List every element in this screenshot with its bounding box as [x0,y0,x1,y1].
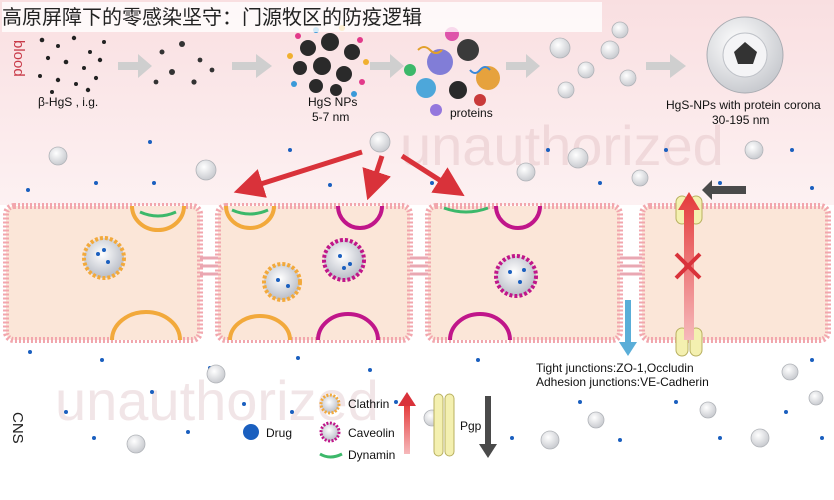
hgs-nps-size-label: 5-7 nm [312,110,349,124]
dynamin-legend-label: Dynamin [348,448,395,462]
drug-legend-label: Drug [266,426,292,440]
beta-hgs-label: β-HgS , i.g. [38,95,98,109]
clathrin-pit-cell3 [443,206,489,214]
efflux-legend-arrow [479,396,497,458]
endothelial-cell-4 [639,203,831,343]
corona-size-label: 30-195 nm [712,113,769,127]
dynamin-legend-icon [319,452,343,459]
proteins-label: proteins [450,106,493,120]
efflux-out-arrow [702,180,746,200]
blocked-cross [674,252,702,280]
adhesion-junction-label: Adhesion junctions:VE-Cadherin [536,375,709,389]
tight-junctions [200,256,642,276]
clathrin-legend-icon [319,393,341,415]
beta-hgs-particles [38,35,106,94]
clathrin-pit-cell1 [130,205,186,232]
cns-label: CNS [9,412,26,444]
blood-drug-dots [26,140,814,192]
tight-junction-label: Tight junctions:ZO-1,Occludin [536,361,694,375]
corona-np-large [706,16,784,94]
clathrin-pit-bottom [110,310,292,341]
distribution-arrows [233,149,465,201]
clathrin-legend-label: Clathrin [348,397,389,411]
pgp-legend-icon [433,393,455,457]
caveolin-legend-icon [319,421,341,443]
clathrin-vesicle-cell2 [262,262,302,302]
endothelial-cell-2 [215,203,413,343]
hgs-nps-cluster [287,25,369,97]
scattered-particles [153,41,215,85]
caveolin-pit-top [336,205,542,230]
protein-cluster [404,27,500,116]
legend: Drug Clathrin Caveolin Dynamin Pgp [243,392,497,462]
blood-region [0,0,834,205]
corona-nps-small [549,21,637,99]
watermark-top: unauthorized [400,114,724,177]
clathrin-vesicle-cell1 [82,236,126,280]
caveolin-pit-bottom [316,312,512,341]
caveolin-vesicle-cell3 [494,254,538,298]
blood-nps [48,131,764,187]
corona-label: HgS-NPs with protein corona [666,98,821,112]
flow-arrows [118,54,686,78]
hgs-nps-label: HgS NPs [308,95,357,109]
caveolin-legend-label: Caveolin [348,426,395,440]
junction-arrow [619,300,637,356]
drug-legend-icon [243,424,259,440]
pgp-legend-label: Pgp [460,419,482,433]
blood-label: blood [10,40,27,77]
clathrin-pit-cell2 [224,205,276,230]
overlay-title: 高原屏障下的零感染坚守：门源牧区的防疫逻辑 [2,2,602,32]
influx-legend-arrow [398,392,416,454]
caveolin-vesicle-cell2 [322,238,366,282]
